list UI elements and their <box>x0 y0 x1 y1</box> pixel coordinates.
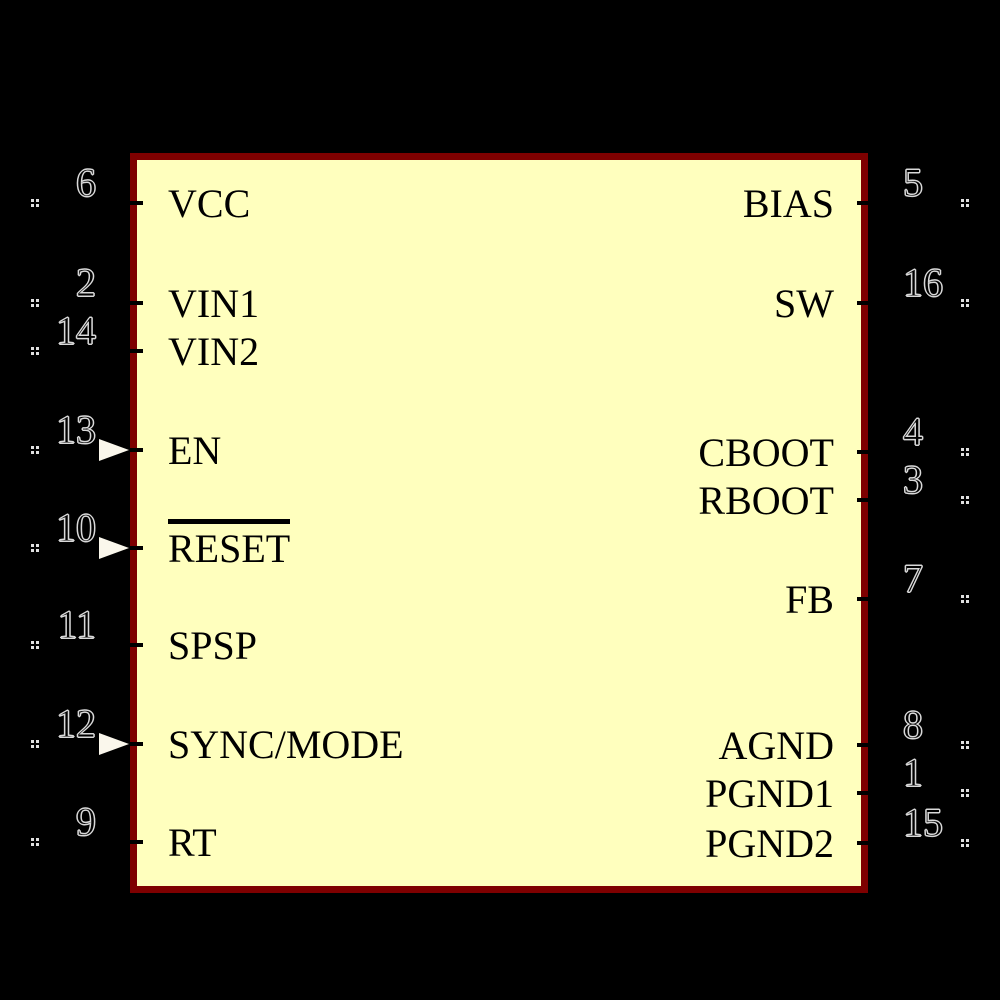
pin-wire <box>38 201 143 205</box>
input-arrow-icon <box>99 439 129 461</box>
pin-label: VIN2 <box>168 329 260 374</box>
pin-endpoint-marker-icon <box>961 741 964 744</box>
pin-endpoint-marker-icon <box>961 839 964 842</box>
pin-endpoint-marker-icon <box>961 299 964 302</box>
pin-number: 7 <box>903 556 924 601</box>
pin-wire <box>857 597 961 601</box>
pin-endpoint-marker-icon <box>31 299 34 302</box>
pin-number: 8 <box>903 702 924 747</box>
pin-label: AGND <box>718 723 834 768</box>
pin-label: EN <box>168 428 222 473</box>
pin-endpoint-marker-icon <box>31 641 34 644</box>
pin-endpoint-marker-icon <box>31 199 34 202</box>
pin-label: SYNC/MODE <box>168 722 404 767</box>
pin-wire <box>38 349 143 353</box>
pin-wire <box>857 301 961 305</box>
pin-endpoint-marker-icon <box>961 595 964 598</box>
pin-label: CBOOT <box>698 430 834 475</box>
pin-wire <box>857 498 961 502</box>
pin-label: RT <box>168 820 217 865</box>
pin-number: 13 <box>56 407 97 452</box>
pin-endpoint-marker-icon <box>31 740 34 743</box>
pin-wire <box>857 201 961 205</box>
pin-endpoint-marker-icon <box>31 446 34 449</box>
pin-wire <box>38 840 143 844</box>
pin-number: 2 <box>76 260 97 305</box>
pin-label: BIAS <box>742 181 834 226</box>
pin-label: PGND1 <box>705 771 834 816</box>
pin-label: VIN1 <box>168 281 260 326</box>
pin-endpoint-marker-icon <box>961 448 964 451</box>
pin-number: 5 <box>903 160 924 205</box>
pin-endpoint-marker-icon <box>31 347 34 350</box>
pin-wire <box>857 791 961 795</box>
pin-wire <box>38 546 143 550</box>
pin-endpoint-marker-icon <box>961 789 964 792</box>
pin-label: RESET <box>168 519 291 569</box>
pin-number: 6 <box>76 160 97 205</box>
pin-number: 11 <box>57 602 97 647</box>
pin-wire <box>857 450 961 454</box>
pin-label: PGND2 <box>705 821 834 866</box>
pin-endpoint-marker-icon <box>31 544 34 547</box>
pin-number: 9 <box>76 799 97 844</box>
pin-wire <box>857 743 961 747</box>
pin-wire <box>38 643 143 647</box>
pin-number: 10 <box>56 505 97 550</box>
pin-number: 1 <box>903 750 924 795</box>
pin-wire <box>38 301 143 305</box>
pin-label: SPSP <box>168 623 257 668</box>
pin-wire <box>38 742 143 746</box>
pin-label: VCC <box>168 181 251 226</box>
pin-endpoint-marker-icon <box>961 496 964 499</box>
pin-label: SW <box>774 281 834 326</box>
input-arrow-icon <box>99 733 129 755</box>
pin-number: 3 <box>903 457 924 502</box>
pin-wire <box>38 448 143 452</box>
pin-endpoint-marker-icon <box>961 199 964 202</box>
pin-wire <box>857 841 961 845</box>
pin-number: 4 <box>903 409 924 454</box>
pin-number: 16 <box>903 260 944 305</box>
pin-endpoint-marker-icon <box>31 838 34 841</box>
pin-number: 12 <box>56 701 97 746</box>
input-arrow-icon <box>99 537 129 559</box>
pin-label: RBOOT <box>698 478 834 523</box>
pin-number: 14 <box>56 308 97 353</box>
pin-label: FB <box>785 577 834 622</box>
pin-number: 15 <box>903 800 944 845</box>
